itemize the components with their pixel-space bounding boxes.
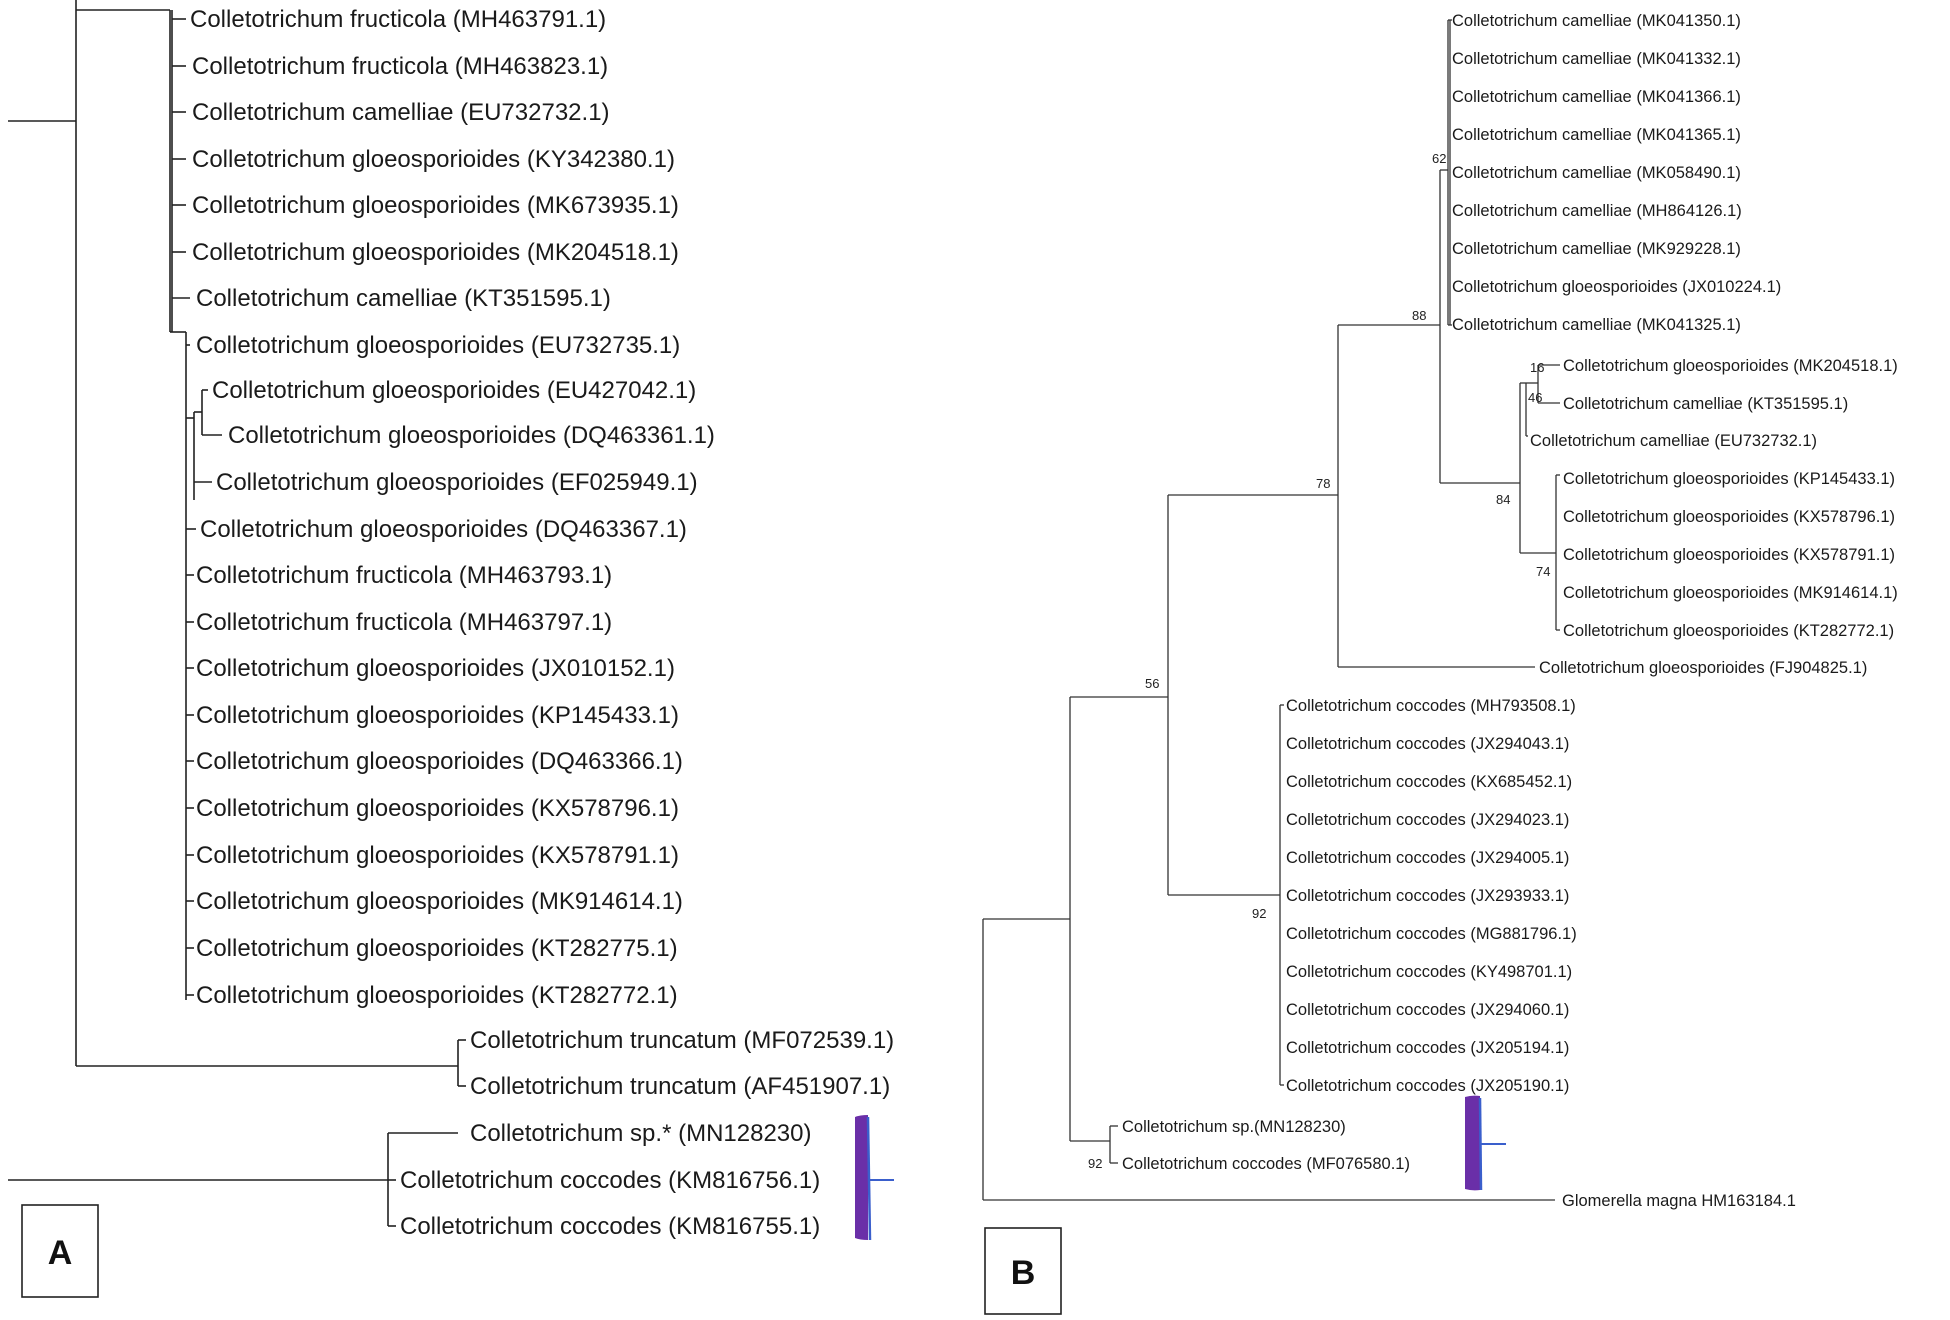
leaf-label: Colletotrichum coccodes (MF076580.1) [1122, 1155, 1410, 1173]
panel-label-a: A [21, 1204, 99, 1298]
leaf-label: Colletotrichum coccodes (KM816756.1) [400, 1167, 820, 1194]
leaf-label: Colletotrichum truncatum (MF072539.1) [470, 1027, 894, 1054]
leaf-label: Colletotrichum coccodes (KX685452.1) [1286, 773, 1572, 791]
leaf-label: Colletotrichum gloeosporioides (JX010224… [1452, 278, 1781, 296]
leaf-label: Colletotrichum camelliae (EU732732.1) [192, 99, 610, 126]
leaf-label: Colletotrichum gloeosporioides (JX010152… [196, 655, 675, 682]
leaf-label: Colletotrichum gloeosporioides (KP145433… [1563, 470, 1895, 488]
leaf-label: Colletotrichum gloeosporioides (MK914614… [1563, 584, 1898, 602]
leaf-label: Colletotrichum fructicola (MH463823.1) [192, 53, 608, 80]
leaf-label: Colletotrichum fructicola (MH463797.1) [196, 609, 612, 636]
leaf-label: Colletotrichum gloeosporioides (MK204518… [192, 239, 679, 266]
leaf-label: Colletotrichum camelliae (MK041365.1) [1452, 126, 1741, 144]
bootstrap-values: 62 88 16 46 84 74 78 56 92 92 [1088, 151, 1550, 1171]
leaf-label: Colletotrichum camelliae (MK041325.1) [1452, 316, 1741, 334]
leaf-label: Colletotrichum gloeosporioides (FJ904825… [1539, 659, 1867, 677]
leaf-label: Colletotrichum camelliae (KT351595.1) [1563, 395, 1848, 413]
leaf-label: Colletotrichum sp.(MN128230) [1122, 1118, 1346, 1136]
leaf-label: Colletotrichum camelliae (MK929228.1) [1452, 240, 1741, 258]
leaf-label: Colletotrichum coccodes (KM816755.1) [400, 1213, 820, 1240]
leaf-label: Colletotrichum coccodes (MG881796.1) [1286, 925, 1577, 943]
svg-text:A: A [48, 1234, 73, 1272]
highlight-bracket-b [1465, 1095, 1506, 1191]
leaf-label: Colletotrichum gloeosporioides (EF025949… [216, 469, 698, 496]
leaf-label: Colletotrichum gloeosporioides (MK204518… [1563, 357, 1898, 375]
bootstrap-label: 74 [1536, 564, 1550, 579]
leaf-label: Colletotrichum coccodes (JX294023.1) [1286, 811, 1569, 829]
leaf-label: Colletotrichum coccodes (JX205190.1) [1286, 1077, 1569, 1095]
leaf-label: Colletotrichum gloeosporioides (DQ463366… [196, 748, 683, 775]
tree-b-branches [982, 19, 1560, 1201]
tree-b: Colletotrichum camelliae (MK041350.1) Co… [982, 12, 1898, 1315]
bootstrap-label: 46 [1528, 390, 1542, 405]
tree-a-branches [8, 0, 466, 1227]
leaf-label: Colletotrichum truncatum (AF451907.1) [470, 1073, 890, 1100]
svg-text:B: B [1011, 1254, 1036, 1292]
leaf-label: Colletotrichum gloeosporioides (KT282772… [196, 982, 678, 1009]
leaf-label: Colletotrichum sp.* (MN128230) [470, 1120, 811, 1147]
tree-b-labels: Colletotrichum camelliae (MK041350.1) Co… [1122, 12, 1898, 1210]
bootstrap-label: 16 [1530, 360, 1544, 375]
leaf-label: Colletotrichum camelliae (MK041366.1) [1452, 88, 1741, 106]
leaf-label: Colletotrichum gloeosporioides (DQ463367… [200, 516, 687, 543]
bootstrap-label: 62 [1432, 151, 1446, 166]
bootstrap-label: 92 [1252, 906, 1266, 921]
leaf-label: Colletotrichum camelliae (MH864126.1) [1452, 202, 1742, 220]
leaf-label: Colletotrichum coccodes (JX294005.1) [1286, 849, 1569, 867]
leaf-label: Colletotrichum coccodes (MH793508.1) [1286, 697, 1576, 715]
panel-label-b: B [984, 1227, 1062, 1315]
leaf-label: Colletotrichum coccodes (JX294060.1) [1286, 1001, 1569, 1019]
leaf-label: Colletotrichum coccodes (JX294043.1) [1286, 735, 1569, 753]
leaf-label: Colletotrichum coccodes (JX293933.1) [1286, 887, 1569, 905]
bootstrap-label: 88 [1412, 308, 1426, 323]
leaf-label: Colletotrichum gloeosporioides (EU732735… [196, 332, 680, 359]
leaf-label: Colletotrichum gloeosporioides (KX578791… [196, 842, 679, 869]
leaf-label: Colletotrichum fructicola (MH463791.1) [190, 6, 606, 33]
bootstrap-label: 84 [1496, 492, 1510, 507]
leaf-label: Colletotrichum gloeosporioides (MK914614… [196, 888, 683, 915]
leaf-label: Colletotrichum coccodes (JX205194.1) [1286, 1039, 1569, 1057]
bootstrap-label: 56 [1145, 676, 1159, 691]
leaf-label: Colletotrichum gloeosporioides (KY342380… [192, 146, 675, 173]
bootstrap-label: 92 [1088, 1156, 1102, 1171]
leaf-label: Colletotrichum gloeosporioides (MK673935… [192, 192, 679, 219]
leaf-label: Colletotrichum gloeosporioides (DQ463361… [228, 422, 715, 449]
tree-a: Colletotrichum fructicola (MH463791.1) C… [8, 0, 894, 1298]
leaf-label: Colletotrichum gloeosporioides (KX578796… [1563, 508, 1895, 526]
leaf-label: Colletotrichum gloeosporioides (KX578791… [1563, 546, 1895, 564]
leaf-label: Colletotrichum fructicola (MH463793.1) [196, 562, 612, 589]
tree-a-labels: Colletotrichum fructicola (MH463791.1) C… [190, 6, 894, 1240]
bootstrap-label: 78 [1316, 476, 1330, 491]
leaf-label: Colletotrichum camelliae (MK058490.1) [1452, 164, 1741, 182]
leaf-label: Colletotrichum gloeosporioides (KT282775… [196, 935, 678, 962]
leaf-label: Colletotrichum gloeosporioides (KT282772… [1563, 622, 1894, 640]
leaf-label: Colletotrichum gloeosporioides (KX578796… [196, 795, 679, 822]
leaf-label: Glomerella magna HM163184.1 [1562, 1192, 1796, 1210]
leaf-label: Colletotrichum camelliae (MK041350.1) [1452, 12, 1741, 30]
highlight-bracket-a [855, 1115, 894, 1241]
leaf-label: Colletotrichum camelliae (KT351595.1) [196, 285, 611, 312]
leaf-label: Colletotrichum gloeosporioides (KP145433… [196, 702, 679, 729]
leaf-label: Colletotrichum camelliae (EU732732.1) [1530, 432, 1817, 450]
leaf-label: Colletotrichum gloeosporioides (EU427042… [212, 377, 696, 404]
leaf-label: Colletotrichum camelliae (MK041332.1) [1452, 50, 1741, 68]
leaf-label: Colletotrichum coccodes (KY498701.1) [1286, 963, 1572, 981]
